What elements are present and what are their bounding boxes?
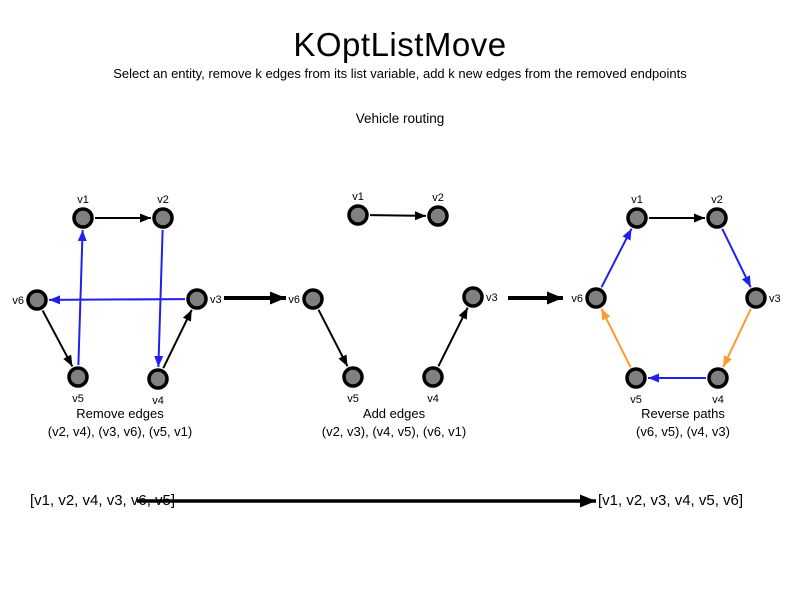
node-v4 — [147, 368, 169, 390]
node-v4 — [422, 366, 444, 388]
node-v6 — [302, 288, 324, 310]
node-label-v3: v3 — [769, 293, 781, 305]
edge-v1-v2 — [369, 211, 427, 221]
edge-v2-v3 — [721, 228, 752, 288]
page-title: KOptListMove — [293, 26, 507, 63]
node-v6 — [26, 289, 48, 311]
node-v1 — [72, 207, 94, 229]
node-label-v3: v3 — [210, 294, 222, 306]
caption-remove-edges-list: (v2, v4), (v3, v6), (v5, v1) — [47, 424, 193, 439]
node-label-v3: v3 — [486, 292, 498, 304]
graph-reverse-paths: v1 v2 v6 v3 v5 v4 — [571, 194, 780, 406]
edge-v4-v3 — [162, 309, 193, 369]
node-label-v1: v1 — [77, 194, 89, 206]
node-label-v6: v6 — [288, 294, 300, 306]
node-v2 — [706, 207, 728, 229]
node-label-v5: v5 — [72, 393, 84, 405]
node-label-v5: v5 — [630, 394, 642, 406]
caption-remove-edges-title: Remove edges — [76, 406, 164, 421]
graph-add-edges: v1 v2 v6 v3 v5 v4 — [288, 191, 497, 405]
node-v3 — [745, 287, 767, 309]
node-label-v1: v1 — [631, 194, 643, 206]
caption-add-edges: Add edges (v2, v3), (v4, v5), (v6, v1) — [274, 405, 514, 441]
node-label-v6: v6 — [12, 295, 24, 307]
caption-remove-edges: Remove edges (v2, v4), (v3, v6), (v5, v1… — [0, 405, 240, 441]
edge-v5-v1 — [77, 229, 87, 366]
node-v3 — [462, 286, 484, 308]
node-label-v2: v2 — [711, 194, 723, 206]
node-label-v4: v4 — [427, 393, 439, 405]
node-label-v4: v4 — [712, 394, 724, 406]
edge-v6-v1 — [600, 228, 633, 288]
node-v6 — [585, 287, 607, 309]
edge-v3-v6 — [48, 295, 186, 305]
section-label: Vehicle routing — [355, 111, 445, 126]
list-before: [v1, v2, v4, v3, v6, v5] — [30, 492, 176, 509]
page-subtitle: Select an entity, remove k edges from it… — [113, 66, 687, 81]
caption-add-edges-title: Add edges — [362, 406, 426, 421]
caption-add-edges-list: (v2, v3), (v4, v5), (v6, v1) — [321, 424, 467, 439]
node-label-v2: v2 — [157, 194, 169, 206]
list-after: [v1, v2, v3, v4, v5, v6] — [598, 492, 744, 509]
edge-v4-v3 — [437, 307, 469, 367]
edge-v6-v5 — [41, 310, 74, 367]
node-v5 — [67, 366, 89, 388]
node-label-v2: v2 — [432, 192, 444, 204]
node-v3 — [186, 288, 208, 310]
node-label-v6: v6 — [571, 293, 583, 305]
node-label-v4: v4 — [152, 395, 164, 407]
node-v5 — [625, 367, 647, 389]
caption-reverse-paths-title: Reverse paths — [641, 406, 725, 421]
caption-reverse-paths-list: (v6, v5), (v4, v3) — [636, 424, 730, 439]
node-v4 — [707, 367, 729, 389]
node-v1 — [626, 207, 648, 229]
node-v2 — [152, 207, 174, 229]
node-v5 — [342, 366, 364, 388]
node-label-v1: v1 — [352, 191, 364, 203]
edge-v3-v4 — [722, 308, 752, 368]
node-v2 — [427, 205, 449, 227]
caption-reverse-paths: Reverse paths (v6, v5), (v4, v3) — [563, 405, 800, 441]
edge-v6-v5 — [317, 309, 349, 367]
node-v1 — [347, 204, 369, 226]
edge-v5-v6 — [600, 308, 632, 368]
node-label-v5: v5 — [347, 393, 359, 405]
graph-remove-edges: v1 v2 v6 v3 v5 v4 — [12, 194, 221, 407]
